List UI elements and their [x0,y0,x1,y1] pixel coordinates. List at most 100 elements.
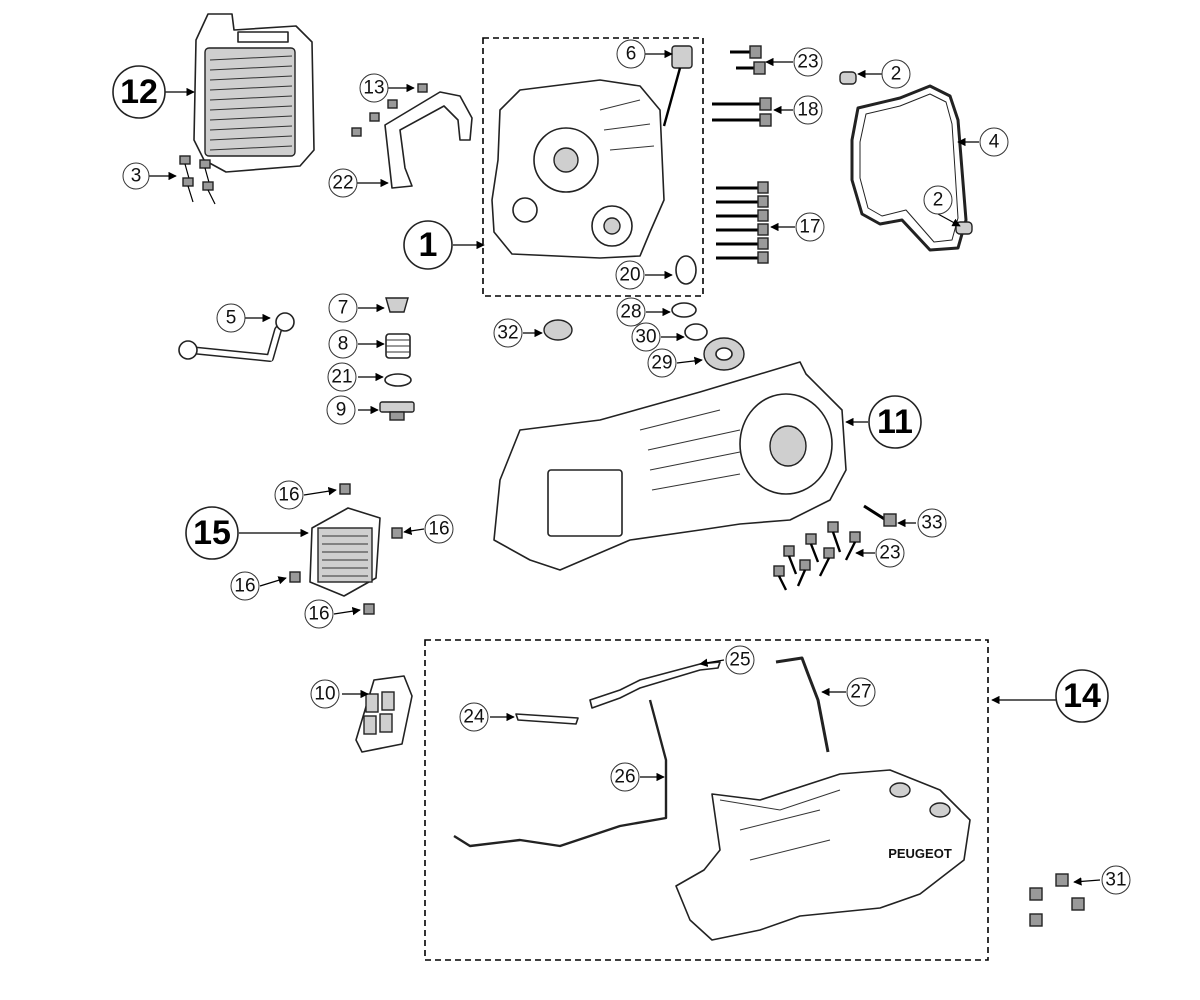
svg-text:6: 6 [626,44,637,65]
callout-33: 33 [917,508,947,538]
callout-10: 10 [310,679,340,709]
svg-text:13: 13 [363,78,384,99]
callout-32: 32 [493,318,523,348]
svg-text:23: 23 [879,543,900,564]
part-33-bolt [863,504,897,527]
part-6-dipstick [662,45,693,127]
svg-text:25: 25 [729,650,750,671]
svg-text:2: 2 [891,64,902,85]
svg-text:23: 23 [797,52,818,73]
callout-4: 4 [979,127,1009,157]
callout-18: 18 [793,95,823,125]
callout-21: 21 [327,362,357,392]
callout-1: 1 [403,220,453,270]
callout-13: 13 [359,73,389,103]
svg-text:21: 21 [331,367,352,388]
part-3-bolts [179,155,216,205]
callout-2-bottom: 2 [923,185,953,215]
callout-16-top: 16 [274,480,304,510]
part-20-seal [675,255,697,285]
callout-7: 7 [328,293,358,323]
callout-17: 17 [795,212,825,242]
svg-text:3: 3 [131,166,142,187]
part-11-transmission-cover [493,361,847,571]
part-5-oil-pipe [178,312,295,362]
callout-15: 15 [185,506,239,560]
part-13-screws [351,83,428,137]
group-box-crankcase [482,37,704,297]
svg-text:31: 31 [1105,870,1126,891]
part-27-rod [775,656,830,753]
callout-16-bottom: 16 [304,599,334,629]
leader-arrows [148,49,1101,886]
svg-text:7: 7 [338,298,349,319]
svg-text:16: 16 [278,485,299,506]
svg-text:9: 9 [336,400,347,421]
part-23-bolts-bottom [773,521,861,591]
svg-text:16: 16 [308,604,329,625]
svg-text:29: 29 [651,353,672,374]
svg-text:22: 22 [332,173,353,194]
callout-25: 25 [725,645,755,675]
svg-text:33: 33 [921,513,942,534]
part-4-gasket [850,84,968,252]
svg-text:26: 26 [614,767,635,788]
part-18-bolts [712,97,772,127]
callout-16-left: 16 [230,571,260,601]
callout-29: 29 [647,348,677,378]
part-12-cooling-cover [193,13,315,173]
callout-23-top: 23 [793,47,823,77]
part-14-trim-cover: PEUGEOT [675,769,971,941]
part-10-vent-cover [355,675,413,753]
part-22-bracket [384,91,473,189]
svg-text:30: 30 [635,327,656,348]
svg-text:1: 1 [419,226,438,264]
brand-logo-text: PEUGEOT [888,846,952,861]
callout-30: 30 [631,322,661,352]
svg-text:4: 4 [989,132,1000,153]
part-23-bolts-top [730,45,766,75]
callout-24: 24 [459,702,489,732]
svg-text:14: 14 [1063,677,1101,715]
svg-text:2: 2 [933,190,944,211]
svg-text:17: 17 [799,217,820,238]
svg-text:10: 10 [314,684,335,705]
callout-2-top: 2 [881,59,911,89]
callout-3: 3 [122,162,150,190]
part-32-cap [543,319,573,341]
part-15-filter [309,507,381,597]
callout-11: 11 [868,395,922,449]
svg-text:32: 32 [497,323,518,344]
svg-text:20: 20 [619,265,640,286]
svg-text:28: 28 [620,302,641,323]
callout-14: 14 [1055,669,1109,723]
part-24-clip [515,713,579,725]
callout-9: 9 [326,395,356,425]
part-16-screws [289,483,403,615]
part-29-bearing [703,337,745,371]
part-26-wire [453,699,668,848]
callout-8: 8 [328,329,358,359]
svg-text:16: 16 [234,576,255,597]
svg-text:18: 18 [797,100,818,121]
part-17-bolts [716,181,769,264]
part-21-o-ring [384,373,412,387]
part-7-plug [385,297,409,313]
svg-text:8: 8 [338,334,349,355]
part-30-washer [684,323,708,341]
callout-26: 26 [610,762,640,792]
callout-6: 6 [616,39,646,69]
callout-28: 28 [616,297,646,327]
callout-31: 31 [1101,865,1131,895]
callout-12: 12 [112,65,166,119]
callout-20: 20 [615,260,645,290]
part-8-spring [385,333,411,359]
callout-22: 22 [328,168,358,198]
svg-text:5: 5 [226,308,237,329]
group-box-trim-cover [424,639,989,961]
part-1-crankcase [491,79,665,259]
callout-27: 27 [846,677,876,707]
part-31-screws [1029,873,1085,927]
